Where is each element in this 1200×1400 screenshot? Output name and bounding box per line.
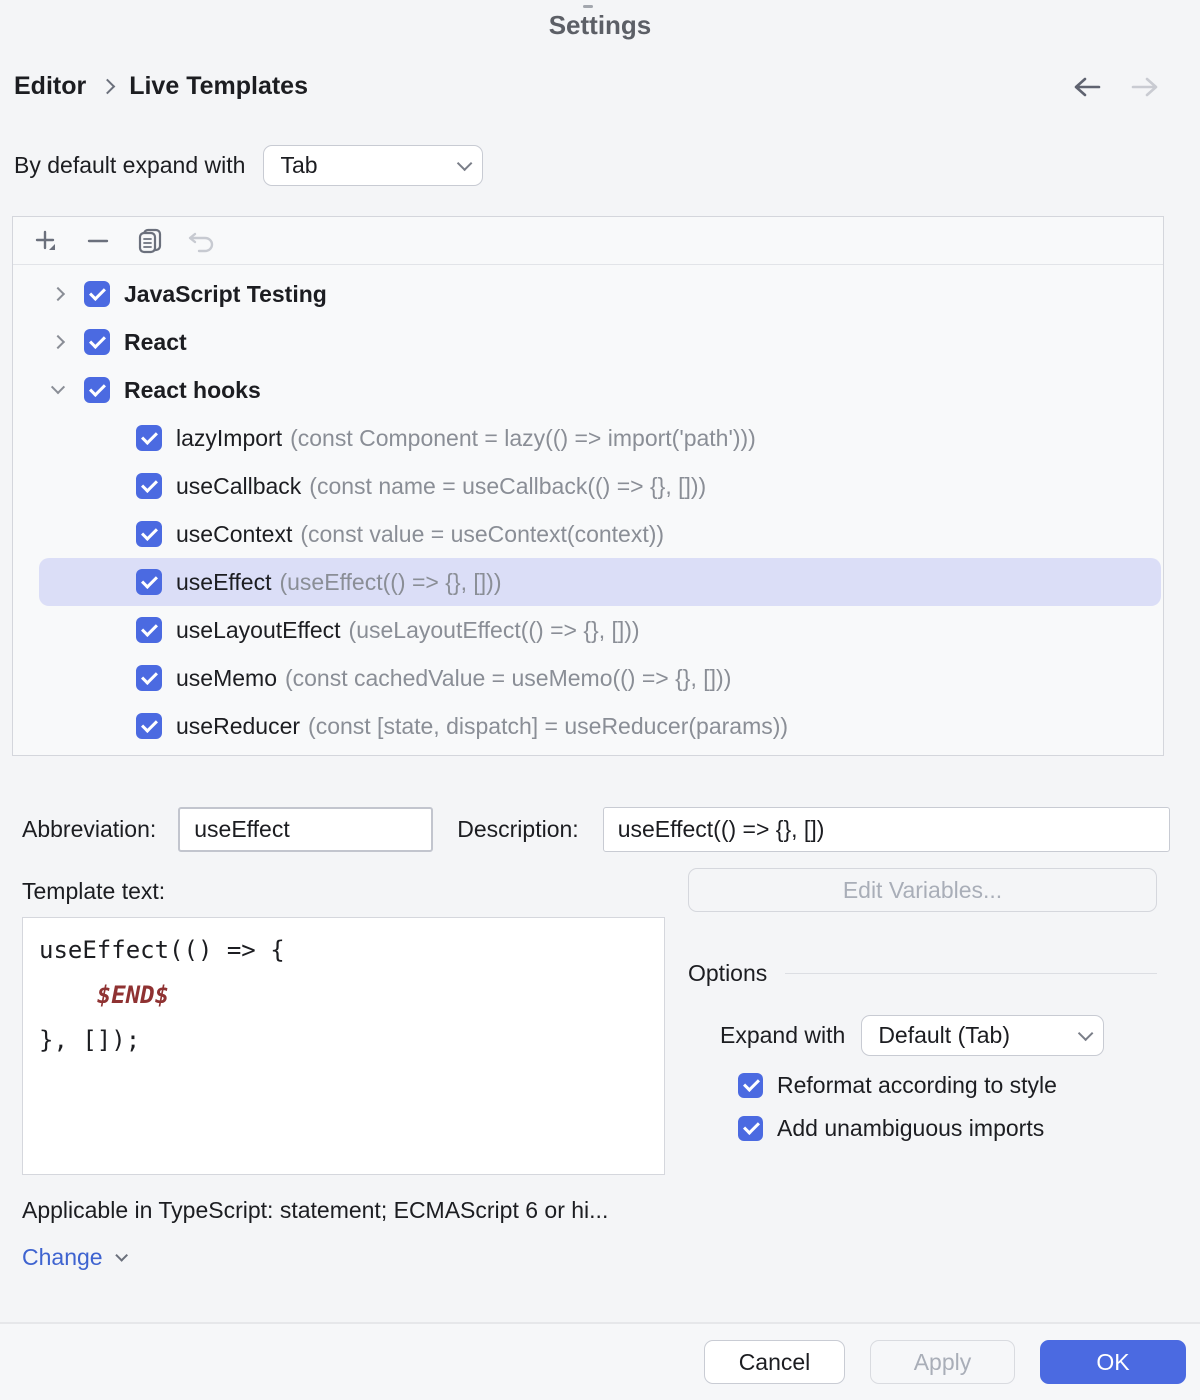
template-code-after: }, []);: [39, 1026, 141, 1054]
description-input[interactable]: [602, 807, 1170, 852]
breadcrumb-item-editor[interactable]: Editor: [14, 72, 87, 100]
checkbox-checked-icon[interactable]: [84, 377, 110, 403]
default-expand-select[interactable]: Tab: [263, 145, 484, 186]
template-code-before: useEffect(() => {: [39, 936, 285, 964]
breadcrumb-item-live-templates[interactable]: Live Templates: [129, 72, 308, 100]
remove-template-button[interactable]: [79, 222, 117, 260]
checkbox-checked-icon[interactable]: [136, 425, 162, 451]
template-description: (const [state, dispatch] = useReducer(pa…: [308, 712, 789, 739]
add-template-button[interactable]: [27, 222, 65, 260]
tree-item-useeffect-selected[interactable]: useEffect (useEffect(() => {}, [])): [39, 558, 1161, 606]
chevron-down-icon: [1078, 1025, 1094, 1042]
tree-item-usecallback[interactable]: useCallback (const name = useCallback(()…: [13, 462, 1163, 510]
duplicate-template-button[interactable]: [131, 222, 169, 260]
tree-group-label: React: [124, 328, 187, 355]
tree-item-uselayouteffect[interactable]: useLayoutEffect (useLayoutEffect(() => {…: [13, 606, 1163, 654]
options-divider: [785, 972, 1157, 975]
change-context-link[interactable]: Change: [22, 1244, 1200, 1271]
chevron-down-icon[interactable]: [50, 380, 66, 395]
template-name: useMemo: [176, 664, 277, 691]
template-text-label: Template text:: [22, 878, 166, 904]
templates-panel: JavaScript Testing React React hooks laz…: [12, 216, 1164, 756]
template-description: (const name = useCallback(() => {}, [])): [309, 472, 707, 499]
dialog-title: Settings: [548, 10, 652, 40]
checkbox-checked-icon[interactable]: [84, 281, 110, 307]
tree-group-label: React hooks: [124, 376, 261, 403]
tree-item-usememo[interactable]: useMemo (const cachedValue = useMemo(() …: [13, 654, 1163, 702]
options-section-title: Options: [688, 960, 768, 986]
template-description: (const Component = lazy(() => import('pa…: [290, 424, 756, 451]
template-description: (const cachedValue = useMemo(() => {}, […: [284, 664, 732, 691]
tree-item-usereducer[interactable]: useReducer (const [state, dispatch] = us…: [13, 702, 1163, 750]
reformat-option[interactable]: Reformat according to style: [738, 1072, 1157, 1099]
template-description: (useEffect(() => {}, [])): [279, 568, 502, 595]
add-imports-option[interactable]: Add unambiguous imports: [738, 1115, 1157, 1142]
tree-group-javascript-testing[interactable]: JavaScript Testing: [13, 270, 1163, 318]
tree-group-react[interactable]: React: [13, 318, 1163, 366]
template-end-variable: $END$: [96, 981, 170, 1009]
tree-item-lazyimport[interactable]: lazyImport (const Component = lazy(() =>…: [13, 414, 1163, 462]
forward-arrow-icon: [1130, 75, 1160, 99]
expand-with-label: Expand with: [720, 1022, 846, 1048]
template-text-editor[interactable]: useEffect(() => { $END$ }, []);: [22, 917, 665, 1175]
cancel-button[interactable]: Cancel: [704, 1340, 845, 1384]
checkbox-checked-icon[interactable]: [136, 473, 162, 499]
abbreviation-input[interactable]: [178, 807, 434, 852]
chevron-right-icon[interactable]: [50, 286, 66, 302]
templates-tree: JavaScript Testing React React hooks laz…: [13, 265, 1163, 755]
template-name: lazyImport: [176, 424, 283, 451]
edit-variables-button: Edit Variables...: [688, 868, 1157, 912]
checkbox-checked-icon[interactable]: [136, 617, 162, 643]
breadcrumb-separator-icon: [99, 78, 116, 95]
template-name: useReducer: [176, 712, 301, 739]
chevron-right-icon[interactable]: [50, 334, 66, 350]
template-name: useContext: [176, 520, 293, 547]
template-name: useCallback: [176, 472, 302, 499]
checkbox-checked-icon[interactable]: [84, 329, 110, 355]
checkbox-checked-icon[interactable]: [136, 569, 162, 595]
chevron-down-icon: [114, 1249, 128, 1262]
default-expand-label: By default expand with: [14, 152, 246, 178]
restore-defaults-button: [183, 222, 221, 260]
applicable-contexts-text: Applicable in TypeScript: statement; ECM…: [22, 1197, 609, 1223]
dialog-footer: Cancel Apply OK: [0, 1322, 1200, 1400]
breadcrumb: Editor Live Templates: [14, 72, 1160, 101]
abbreviation-label: Abbreviation:: [22, 816, 157, 842]
window-drag-dash: [583, 5, 593, 8]
add-imports-option-label: Add unambiguous imports: [777, 1115, 1045, 1141]
expand-with-select[interactable]: Default (Tab): [861, 1015, 1105, 1056]
chevron-down-icon: [457, 155, 473, 172]
description-label: Description:: [457, 816, 579, 842]
checkbox-checked-icon[interactable]: [136, 521, 162, 547]
tree-group-label: JavaScript Testing: [124, 280, 327, 307]
checkbox-checked-icon[interactable]: [136, 713, 162, 739]
checkbox-checked-icon[interactable]: [738, 1116, 763, 1141]
ok-button[interactable]: OK: [1040, 1340, 1186, 1384]
checkbox-checked-icon[interactable]: [738, 1073, 763, 1098]
dialog-titlebar: Settings: [0, 0, 1200, 46]
default-expand-value: Tab: [280, 152, 318, 178]
tree-group-react-hooks[interactable]: React hooks: [13, 366, 1163, 414]
template-name: useEffect: [176, 568, 272, 595]
checkbox-checked-icon[interactable]: [136, 665, 162, 691]
template-name: useLayoutEffect: [176, 616, 341, 643]
template-description: (const value = useContext(context)): [300, 520, 665, 547]
apply-button: Apply: [870, 1340, 1015, 1384]
expand-with-value: Default (Tab): [878, 1022, 1010, 1048]
back-arrow-icon[interactable]: [1072, 75, 1102, 99]
change-link-label: Change: [22, 1244, 103, 1270]
template-description: (useLayoutEffect(() => {}, [])): [348, 616, 640, 643]
templates-toolbar: [13, 217, 1163, 265]
tree-item-usecontext[interactable]: useContext (const value = useContext(con…: [13, 510, 1163, 558]
reformat-option-label: Reformat according to style: [777, 1072, 1057, 1098]
